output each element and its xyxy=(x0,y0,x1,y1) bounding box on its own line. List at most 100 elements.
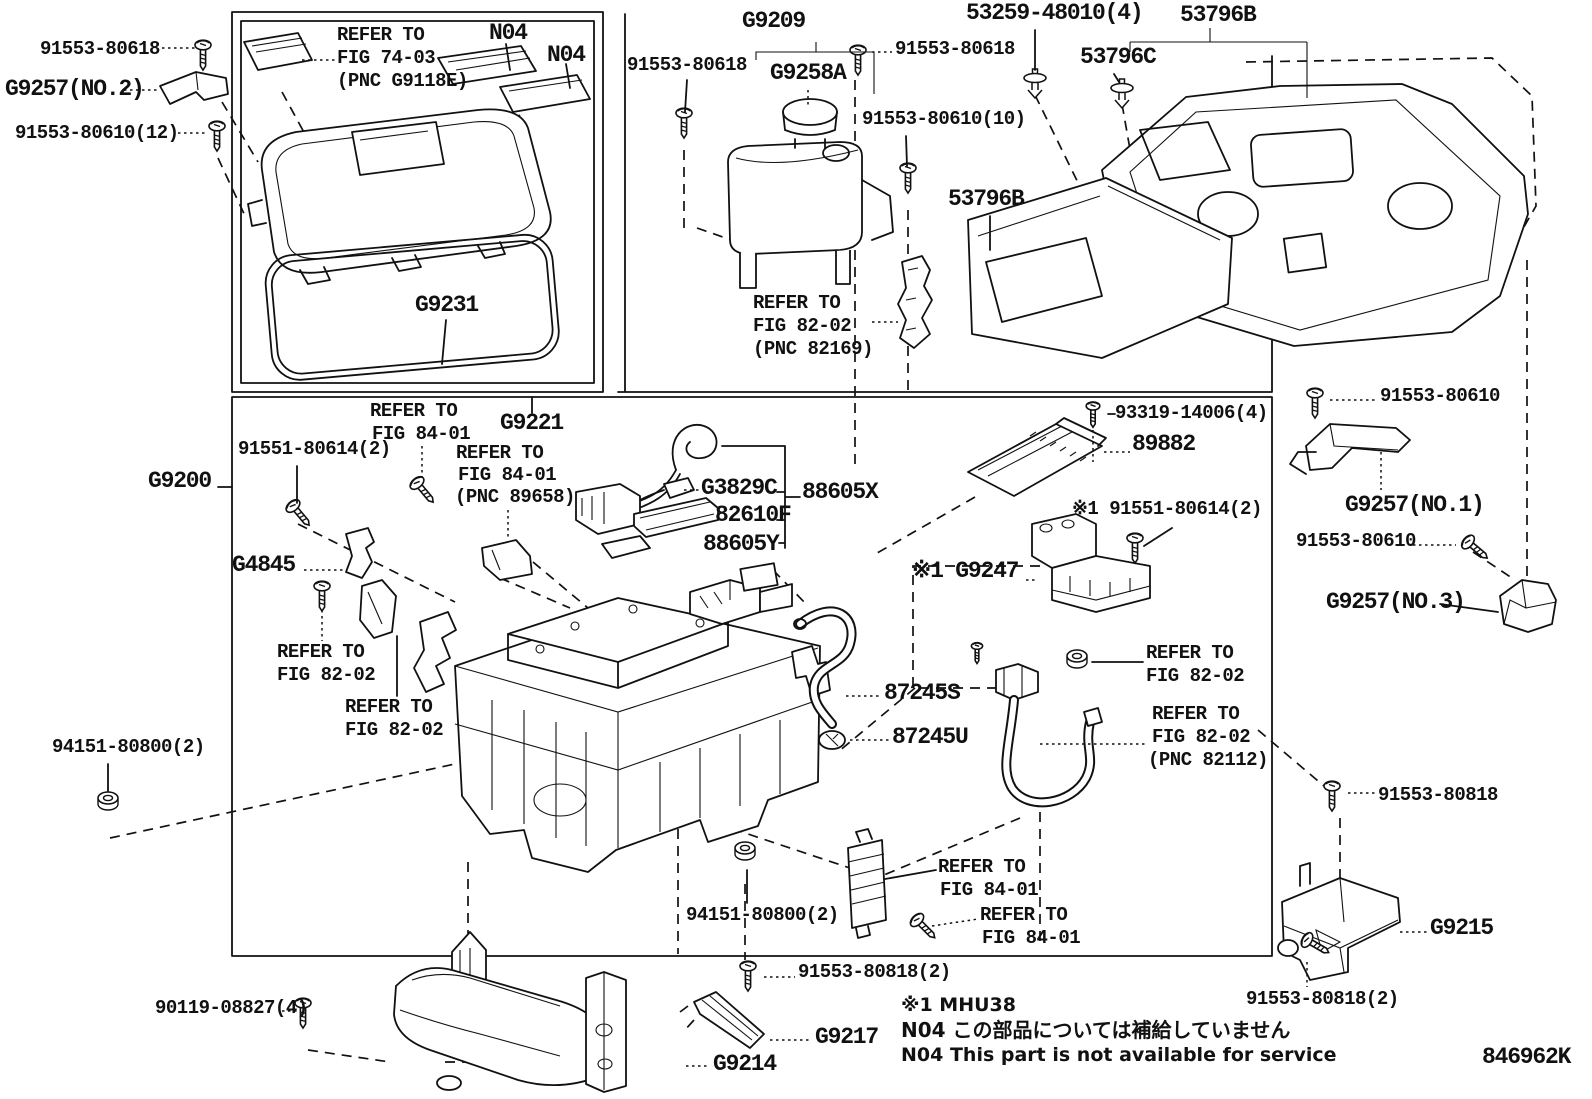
part-label-91553-80618-b: 91553-80618 xyxy=(627,54,747,76)
part-label-90119-08827: 90119-08827(4) xyxy=(155,997,308,1019)
part-label-g9257-no3: G9257(NO.3) xyxy=(1326,589,1466,615)
part-label-g9215: G9215 xyxy=(1430,915,1494,941)
part-label-91551-80614-right: ※1 91551-80614(2) xyxy=(1072,498,1262,520)
bracket-g9257-no2-drawing xyxy=(160,72,228,104)
part-label-53796b-left: 53796B xyxy=(948,186,1025,212)
part-label-g9221: G9221 xyxy=(500,410,564,436)
mount-g9215-drawing xyxy=(1278,863,1400,980)
ref-fig-84-01-a-line1: REFER TO xyxy=(370,400,458,422)
part-label-g9214: G9214 xyxy=(713,1051,777,1077)
screw-icon xyxy=(899,162,917,194)
bracket-g9217-drawing xyxy=(676,992,764,1048)
part-label-g9209: G9209 xyxy=(742,8,806,34)
bracket-g9257-no1-drawing xyxy=(1290,424,1410,474)
board-89882-drawing xyxy=(968,418,1106,496)
inverter-cover-drawing xyxy=(248,109,551,284)
hose-87245s-drawing xyxy=(794,611,852,724)
part-label-g4845: G4845 xyxy=(232,552,296,578)
nut-icon xyxy=(734,841,756,861)
ref-fig-84-01-c-line1: REFER TO xyxy=(980,904,1068,926)
ref-fig-84-01-c-line2: FIG 84-01 xyxy=(982,927,1081,949)
screw-icon xyxy=(1323,780,1341,812)
part-label-g9217: G9217 xyxy=(815,1024,879,1050)
ref-fig-82-02-pnc82112-line2: FIG 82-02 xyxy=(1152,726,1251,748)
part-label-88605x: 88605X xyxy=(802,479,879,505)
screw-icon xyxy=(1306,387,1324,419)
pipe-pnc82112-drawing xyxy=(996,664,1102,802)
part-label-91553-80610-10: 91553-80610(10) xyxy=(862,108,1026,130)
part-label-91553-80610-a: 91553-80610 xyxy=(1380,385,1500,407)
ref-fig-82-02-a-line2: FIG 82-02 xyxy=(277,664,376,686)
engine-cover-53796b-left-drawing xyxy=(968,178,1232,358)
connector-g3829c xyxy=(664,478,694,498)
inset-box-g9221 xyxy=(232,12,603,392)
ref-fig-82-02-a-line1: REFER TO xyxy=(277,641,365,663)
part-label-g9257-no2: G9257(NO.2) xyxy=(5,76,145,102)
cover-82610f xyxy=(634,498,718,537)
ref-fig-84-01-b-line1: REFER TO xyxy=(938,856,1026,878)
nut-icon xyxy=(1066,649,1088,669)
screw-icon xyxy=(675,107,693,139)
screw-icon xyxy=(1085,401,1101,428)
footnote-ref1: ※1 MHU38 xyxy=(901,994,1016,1016)
part-label-91553-80618-c: 91553-80618 xyxy=(895,38,1015,60)
part-label-g9247: ※1 G9247 xyxy=(912,558,1020,584)
part-label-91553-80818-c: 91553-80818(2) xyxy=(1246,988,1399,1010)
footnote-jp: N04 この部品については補給していません xyxy=(901,1018,1291,1042)
reservoir-g9209-drawing xyxy=(728,99,893,288)
part-label-87245s: 87245S xyxy=(884,680,961,706)
part-label-g9200: G9200 xyxy=(148,468,212,494)
ref-fig-82-02-pnc82112-line3: (PNC 82112) xyxy=(1148,749,1268,771)
ref-fig-82-02-pnc82169-line1: REFER TO xyxy=(753,292,841,314)
part-label-91553-80618-a: 91553-80618 xyxy=(40,38,160,60)
ref-fig-82-02-c-line1: REFER TO xyxy=(1146,642,1234,664)
bracket-g4845-drawing xyxy=(346,528,396,638)
part-label-91553-80610-12: 91553-80610(12) xyxy=(15,122,179,144)
ref-fig-82-02-b-line1: REFER TO xyxy=(345,696,433,718)
screw-icon xyxy=(1458,531,1494,565)
relay-g9247-drawing xyxy=(1032,514,1150,612)
plate-n04-a xyxy=(438,46,536,84)
leader-lines xyxy=(108,28,1498,1066)
ref-fig-82-02-pnc82169-line3: (PNC 82169) xyxy=(753,338,873,360)
ref-fig-84-01-a-line2: FIG 84-01 xyxy=(372,423,471,445)
ref-fig-82-02-pnc82112-line1: REFER TO xyxy=(1152,703,1240,725)
main-box xyxy=(232,397,1272,956)
ref-fig-74-03-line1: REFER TO xyxy=(337,24,425,46)
plate-n04-b xyxy=(500,75,590,112)
screw-icon xyxy=(907,910,942,945)
screw-icon xyxy=(849,44,867,76)
ref-fig-74-03-line3: (PNC G9118E) xyxy=(337,70,468,92)
part-label-94151-80800-left: 94151-80800(2) xyxy=(52,736,205,758)
part-label-94151-80800-center: 94151-80800(2) xyxy=(686,904,839,926)
clamp-87245u-drawing xyxy=(819,731,845,749)
harness-88605x-drawing xyxy=(482,425,800,580)
screw-icon xyxy=(208,120,226,152)
part-label-91551-80614-left: 91551-80614(2) xyxy=(238,438,391,460)
part-label-91553-80818-a: 91553-80818 xyxy=(1378,784,1498,806)
clip-icon xyxy=(1023,68,1047,99)
ref-fig-74-03-line2: FIG 74-03 xyxy=(337,47,436,69)
part-label-g9258a: G9258A xyxy=(770,60,847,86)
ref-fig-82-02-b-line2: FIG 82-02 xyxy=(345,719,444,741)
screw-icon xyxy=(313,580,331,612)
screw-icon xyxy=(970,642,984,665)
part-label-n04-a: N04 xyxy=(489,20,528,46)
inverter-unit-g9200-drawing xyxy=(414,563,830,872)
ref-fig-84-01-pnc89658-line2: FIG 84-01 xyxy=(458,464,557,486)
connector-88605y xyxy=(602,536,650,558)
part-label-53796c: 53796C xyxy=(1080,44,1157,70)
ref-fig-82-02-pnc82169-line2: FIG 82-02 xyxy=(753,315,852,337)
footnote-en: N04 This part is not available for servi… xyxy=(901,1044,1337,1066)
bracket-pnc82169-drawing xyxy=(898,256,932,348)
screw-icon xyxy=(1126,532,1144,564)
ref-fig-82-02-c-line2: FIG 82-02 xyxy=(1146,665,1245,687)
part-label-n04-b: N04 xyxy=(547,42,586,68)
screw-icon xyxy=(194,39,212,71)
part-label-g9231: G9231 xyxy=(415,292,479,318)
duct-g9214-drawing xyxy=(394,932,626,1092)
construction-lines xyxy=(110,58,1536,1062)
drawing-code: 846962K xyxy=(1482,1044,1571,1070)
